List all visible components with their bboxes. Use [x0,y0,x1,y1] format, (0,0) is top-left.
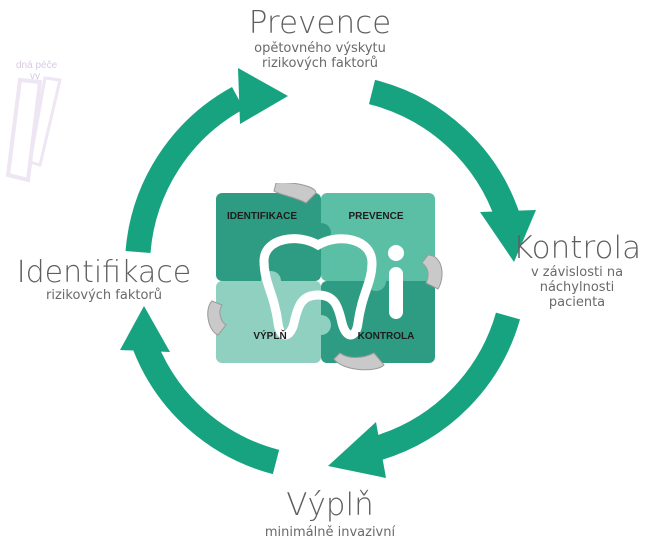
puzzle-label-vyplne: VÝPLŇ [253,329,286,342]
stage-desc-line: rizikových faktorů [261,56,379,71]
stage-title: Identifikace [16,255,192,290]
arc-prevence-to-kontrola [368,79,520,223]
stage-desc-line: rizikových faktorů [45,288,163,303]
puzzle-illustration: IDENTIFIKACE PREVENCE VÝPLŇ KONTROLA [207,183,443,371]
puzzle-label-identifikace: IDENTIFIKACE [227,211,297,222]
stage-desc-line: v závislosti na [530,265,624,280]
stage-title: Prevence [248,5,392,41]
stage-title: Kontrola [512,230,642,266]
stage-prevence: Prevence opětovného výskytu rizikových f… [190,5,450,72]
tooth-icon [259,234,377,340]
cycle-arrow-icon [238,68,288,124]
cycle-arrow-icon [480,210,536,262]
arc-kontrola-to-vyplne [374,312,521,460]
stage-title: Výplň [286,487,374,523]
stage-identifikace: Identifikace rizikových faktorů [4,255,204,304]
puzzle-label-kontrola: KONTROLA [358,331,415,342]
cycle-arrow-icon [120,306,170,352]
faded-text-line-2: vy [30,71,40,82]
puzzle-label-prevence: PREVENCE [348,211,403,222]
stage-kontrola: Kontrola v závislosti na náchylnosti pac… [500,230,654,311]
hand-icon [207,300,227,336]
stage-desc-line: opětovného výskytu [254,41,386,56]
faded-text-line-1: dná péče [16,60,58,71]
stage-vyplne: Výplň minimálně invazivní [200,487,460,541]
hand-icon [333,352,385,371]
stage-desc-line: náchylnosti [539,280,615,295]
arc-identifikace-to-prevence [125,87,245,254]
stage-desc-line: pacienta [548,295,606,310]
hand-icon [421,254,443,290]
faded-background-graphic [5,76,62,183]
cycle-arrow-icon [328,422,386,478]
arc-vyplne-to-identifikace [133,341,280,475]
hand-icon [273,183,317,204]
faded-background-text: dná péče vy [0,60,80,82]
stage-desc-line: minimálně invazivní [264,525,396,540]
